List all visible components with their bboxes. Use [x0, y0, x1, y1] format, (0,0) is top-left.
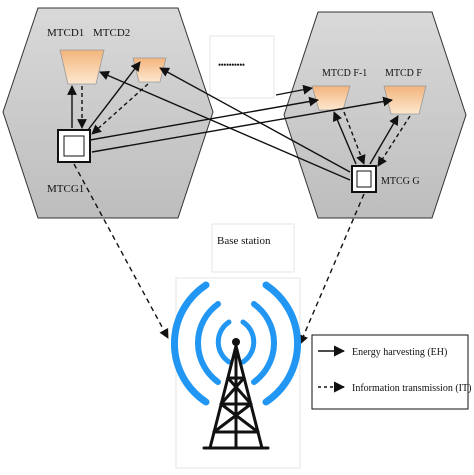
it-arrow-mtcd-f-to-mtcg-g — [377, 115, 411, 167]
legend-it-label: Information transmission (IT) — [352, 383, 471, 394]
base-station-panel — [175, 277, 301, 469]
mtcg1-label: MTCG1 — [47, 183, 84, 195]
eh-arrow-mtcg1-to-mtcd2 — [87, 61, 141, 131]
base-station-label: Base station — [217, 235, 271, 247]
eh-arrow-mtcg-g-to-mtcd1 — [99, 70, 351, 181]
base-station-label-box — [211, 223, 295, 273]
eh-arrow-mtcg-g-to-mtcd2 — [159, 67, 351, 173]
base-station-tower-icon — [170, 281, 302, 450]
signal-wave-right-inner — [240, 319, 257, 365]
eh-arrow-mtcg1-to-mtcd-f — [91, 96, 393, 153]
it-arrow-mtcg1-to-base-station — [73, 163, 169, 339]
legend-eh-label: Energy harvesting (EH) — [352, 347, 447, 358]
it-arrow-mtcg-g-to-base-station — [298, 193, 365, 345]
mtcd2-label: MTCD2 — [93, 27, 130, 39]
left-cell-hexagon — [2, 7, 214, 219]
link-arrows — [67, 61, 411, 345]
eh-arrow-mtcg1-to-mtcd-f-1 — [89, 96, 319, 141]
eh-arrow-mtcg-g-to-mtcd-f — [369, 115, 399, 165]
eh-arrow-mtcg-g-to-mtcd-f-1 — [332, 111, 357, 165]
tower-antenna-tip — [232, 338, 240, 346]
mtcg-g-label: MTCG G — [381, 176, 420, 187]
mtcg-g-gateway-inner — [356, 170, 372, 188]
eh-arrow-ellipsis-to-mtcd-f-1 — [275, 84, 313, 96]
signal-wave-left-inner — [215, 319, 232, 365]
it-arrow-mtcd2-to-mtcg1 — [91, 83, 149, 135]
ellipsis-box — [209, 35, 275, 99]
mtcd-f-1-label: MTCD F-1 — [322, 68, 367, 79]
mtcg1-gateway-inner — [63, 135, 85, 157]
signal-wave-left-middle — [194, 301, 221, 385]
mtcd-f-label: MTCD F — [385, 68, 422, 79]
ellipsis-dots: •••••••••• — [218, 60, 245, 70]
mtcd1-device-icon — [59, 49, 105, 85]
signal-wave-left-outer — [170, 281, 210, 406]
signal-wave-right-outer — [262, 281, 302, 406]
it-arrow-mtcd-f-1-to-mtcg-g — [343, 111, 366, 165]
mtcd-f-1-device-icon — [311, 85, 351, 111]
mtcd2-device-icon — [132, 57, 167, 83]
signal-wave-right-middle — [251, 301, 278, 385]
mtcd1-label: MTCD1 — [47, 27, 84, 39]
right-cell-hexagon — [283, 11, 467, 219]
